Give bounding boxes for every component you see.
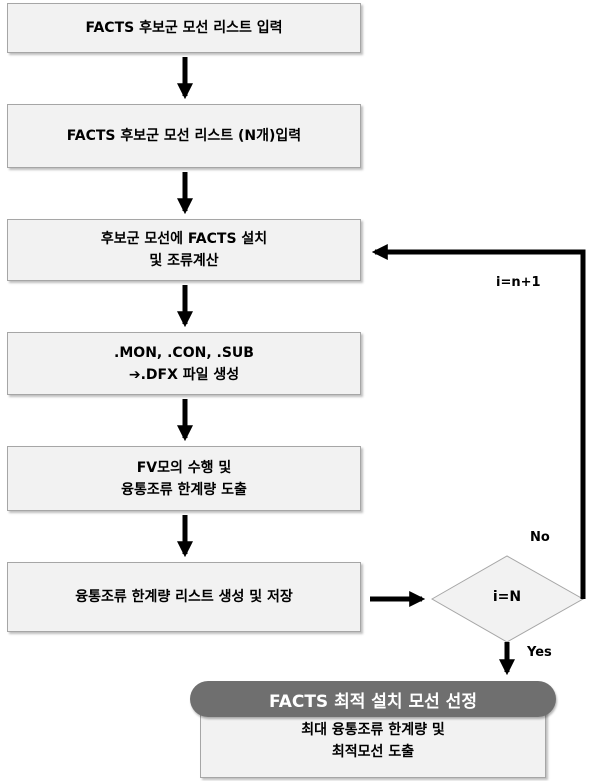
step-input-candidate-list: FACTS 후보군 모선 리스트 입력 [7,3,361,53]
step-6-text: 융통조류 한계량 리스트 생성 및 저장 [75,589,293,605]
step-4-text-line1: .MON, .CON, .SUB [114,344,254,361]
step-fv-simulation: FV모의 수행 및 융통조류 한계량 도출 [7,446,361,511]
step-1-text: FACTS 후보군 모선 리스트 입력 [85,20,283,36]
step-2-text: FACTS 후보군 모선 리스트 (N개)입력 [66,128,302,144]
step-5-text-line1: FV모의 수행 및 [136,459,232,476]
decision-condition: i=N [492,589,522,605]
step-3-text-line2: 및 조류계산 [149,253,219,269]
step-3-text-line1: 후보군 모선에 FACTS 설치 [100,231,268,247]
step-input-n-list: FACTS 후보군 모선 리스트 (N개)입력 [7,104,361,168]
step-4-text-line2: ➔.DFX 파일 생성 [128,366,240,383]
result-text-line1: 최대 융통조류 한계량 및 [301,722,445,738]
step-5-text-line2: 융통조류 한계량 도출 [121,481,247,498]
arrow-no-loop [371,243,586,599]
step-install-facts: 후보군 모선에 FACTS 설치 및 조류계산 [7,219,361,281]
result-title-text: FACTS 최적 설치 모선 선정 [269,691,477,712]
no-label: No [530,530,550,545]
yes-label: Yes [527,645,552,660]
result-title-banner: FACTS 최적 설치 모선 선정 [190,681,556,717]
step-save-list: 융통조류 한계량 리스트 생성 및 저장 [7,562,361,632]
loop-increment-label: i=n+1 [496,275,541,290]
result-text-line2: 최적모선 도출 [331,744,415,760]
step-generate-dfx: .MON, .CON, .SUB ➔.DFX 파일 생성 [7,332,361,395]
